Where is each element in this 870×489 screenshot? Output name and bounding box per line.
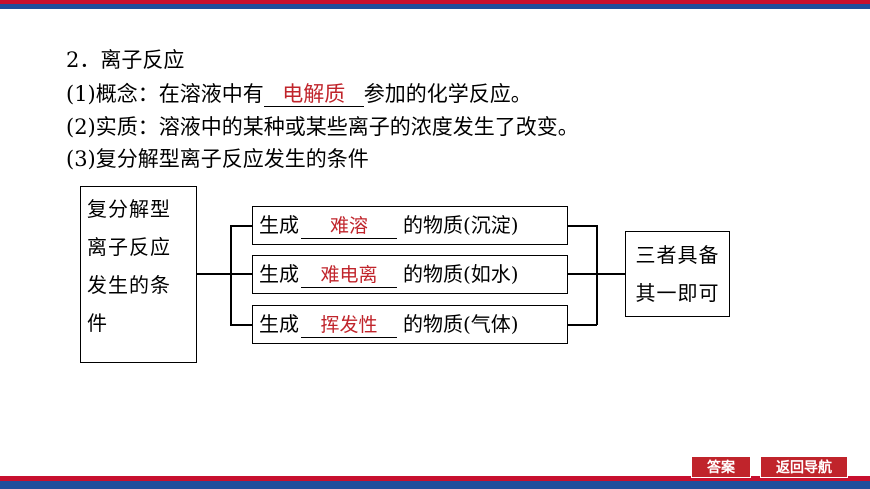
section-heading: 2．离子反应 <box>66 48 185 72</box>
row-2-blank-answer: 难电离 <box>301 263 397 288</box>
concept-suffix: 参加的化学反应。 <box>363 82 532 106</box>
concept-line: (1)概念：在溶液中有电解质参加的化学反应。 <box>66 78 532 110</box>
row-1-suffix: 的物质(沉淀) <box>403 213 519 237</box>
row-3-blank-answer: 挥发性 <box>301 313 397 338</box>
row-2-suffix: 的物质(如水) <box>403 262 519 286</box>
bracket-left <box>230 225 232 325</box>
connector-row-2-left <box>230 273 252 275</box>
connector-row-1-right <box>568 225 597 227</box>
top-bar <box>0 0 870 9</box>
right-line-1: 三者具备 <box>635 243 720 267</box>
condition-type-box: 复分解型 离子反应 发生的条 件 <box>80 186 197 363</box>
row-3-prefix: 生成 <box>259 312 299 336</box>
row-1-prefix: 生成 <box>259 213 299 237</box>
connector-left <box>197 273 231 275</box>
condition-row-1: 生成难溶的物质(沉淀) <box>252 206 568 245</box>
left-line-1: 复分解型 <box>87 197 171 221</box>
concept-blank-answer: 电解质 <box>263 82 364 107</box>
back-navigation-button[interactable]: 返回导航 <box>760 456 848 478</box>
connector-row-3-left <box>230 324 252 326</box>
bracket-right <box>596 225 598 325</box>
row-1-blank-answer: 难溶 <box>301 214 397 239</box>
right-line-2: 其一即可 <box>635 281 720 305</box>
condition-row-3: 生成挥发性的物质(气体) <box>252 305 568 344</box>
connector-row-3-right <box>568 324 597 326</box>
concept-prefix: (1)概念：在溶液中有 <box>66 82 264 106</box>
conditions-title: (3)复分解型离子反应发生的条件 <box>66 147 369 171</box>
connector-row-1-left <box>230 225 252 227</box>
answer-button[interactable]: 答案 <box>691 456 751 478</box>
condition-row-2: 生成难电离的物质(如水) <box>252 255 568 294</box>
left-line-3: 发生的条 <box>87 273 171 297</box>
essence-line: (2)实质：溶液中的某种或某些离子的浓度发生了改变。 <box>66 115 579 139</box>
row-3-suffix: 的物质(气体) <box>403 312 519 336</box>
left-line-4: 件 <box>87 311 108 335</box>
left-line-2: 离子反应 <box>87 235 171 259</box>
row-2-prefix: 生成 <box>259 262 299 286</box>
conclusion-box: 三者具备 其一即可 <box>625 231 730 317</box>
bottom-bar <box>0 476 870 489</box>
